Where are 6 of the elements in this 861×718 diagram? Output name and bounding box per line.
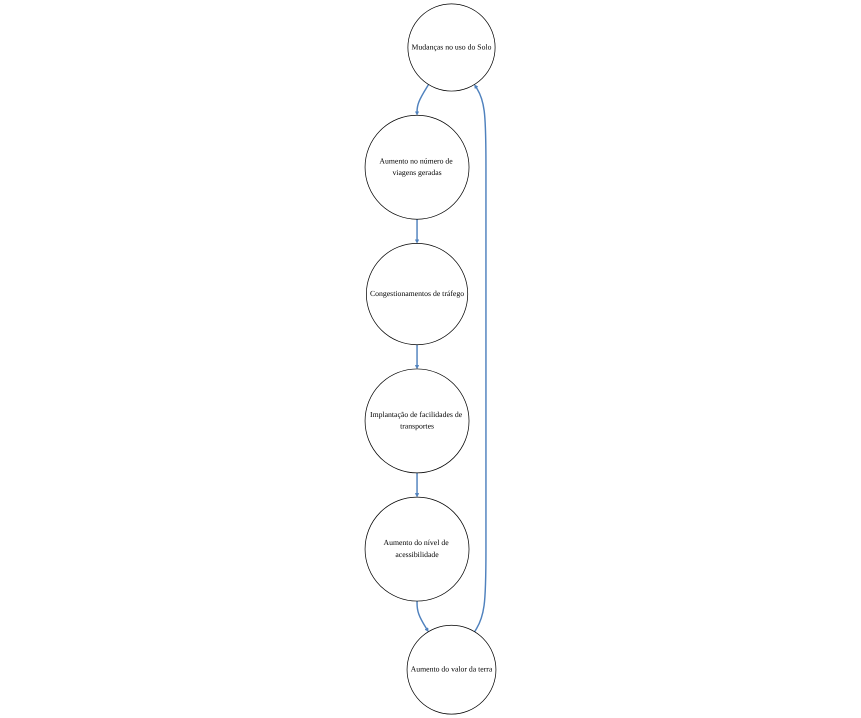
arrow <box>414 84 430 116</box>
arrow <box>474 84 487 632</box>
arrow <box>414 344 420 370</box>
arrow <box>414 472 420 498</box>
arrow <box>416 601 429 632</box>
arrow <box>414 219 420 244</box>
